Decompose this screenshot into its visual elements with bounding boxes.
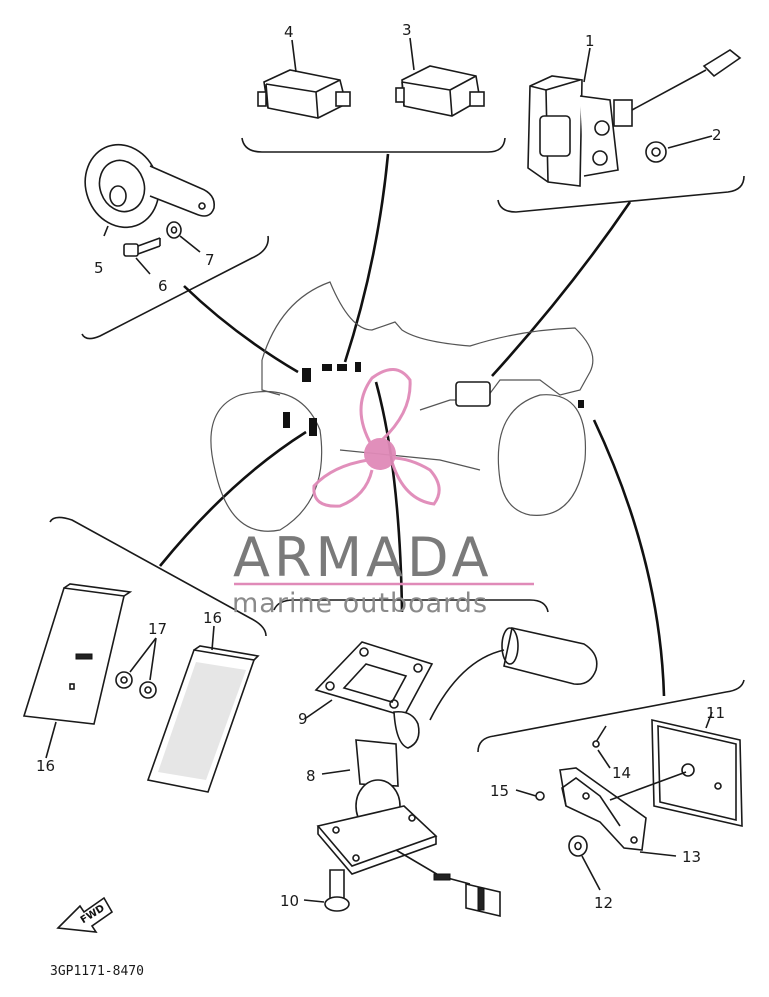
bracket-fuel <box>273 599 549 613</box>
bike-starter-relay-location <box>455 381 491 407</box>
fuel-gauge-part-8 <box>316 710 501 918</box>
leader-part-15 <box>515 789 537 797</box>
leader-part-17 <box>129 637 157 681</box>
watermark-brand: ARMADA <box>233 526 493 589</box>
nut-part-2 <box>645 141 667 163</box>
motorcycle-outline <box>210 281 594 532</box>
callout-14: 14 <box>612 764 631 782</box>
bracket-plate <box>477 679 745 753</box>
watermark-tagline: marine outboards <box>232 588 488 619</box>
bracket-top-center <box>241 137 506 153</box>
nut-part-17 <box>115 671 157 699</box>
callout-4: 4 <box>284 23 294 41</box>
reflector-part-16-left <box>22 583 133 725</box>
callout-16-right: 16 <box>203 609 222 627</box>
leader-part-16-left <box>45 721 57 759</box>
leader-part-14 <box>597 749 611 769</box>
washer-part-7 <box>166 221 182 239</box>
starter-relay-part-1 <box>527 49 742 187</box>
leader-part-13 <box>639 851 677 857</box>
leader-starter-relay <box>491 201 632 377</box>
leader-part-11 <box>705 711 713 729</box>
callout-11: 11 <box>706 704 725 722</box>
horn-part-5 <box>84 143 216 229</box>
washer-part-15 <box>535 791 545 801</box>
leader-part-10 <box>303 899 325 903</box>
callout-16-left: 16 <box>36 757 55 775</box>
screw-part-14 <box>592 725 607 748</box>
leader-part-4 <box>291 39 297 73</box>
leader-part-12 <box>581 855 601 891</box>
callout-2: 2 <box>712 126 722 144</box>
leader-part-7 <box>179 235 201 253</box>
plate-bracket-part-13 <box>559 767 687 851</box>
relay-part-3 <box>395 65 485 117</box>
bolt-part-6 <box>123 237 161 257</box>
license-plate-part-11 <box>651 718 743 828</box>
callout-6: 6 <box>158 277 168 295</box>
leader-part-9 <box>305 699 333 719</box>
bracket-horn <box>81 235 269 340</box>
leader-plate <box>592 419 666 697</box>
bracket-reflector <box>49 516 267 637</box>
callout-17: 17 <box>148 620 167 638</box>
catalog-code: 3GP1171-8470 <box>50 964 144 979</box>
bracket-top-right <box>497 175 745 213</box>
leader-part-16-right <box>211 625 215 651</box>
callout-1: 1 <box>585 32 595 50</box>
leader-relays <box>343 153 390 363</box>
screw-part-10 <box>324 869 350 912</box>
callout-7: 7 <box>205 251 215 269</box>
gasket-part-9 <box>314 641 434 717</box>
armada-propeller-logo-icon <box>312 368 441 508</box>
leader-horn <box>183 285 299 374</box>
leader-part-3 <box>409 37 415 71</box>
callout-5: 5 <box>94 259 104 277</box>
leader-reflector <box>158 430 307 567</box>
leader-part-5 <box>103 225 109 237</box>
leader-part-2 <box>667 135 713 149</box>
relay-part-4 <box>257 69 351 119</box>
callout-12: 12 <box>594 894 613 912</box>
callout-13: 13 <box>682 848 701 866</box>
float-sender <box>429 627 598 721</box>
callout-15: 15 <box>490 782 509 800</box>
callout-8: 8 <box>306 767 316 785</box>
callout-3: 3 <box>402 21 412 39</box>
leader-part-8 <box>321 769 351 775</box>
leader-part-1 <box>583 47 591 83</box>
nut-part-12 <box>568 835 588 857</box>
callout-10: 10 <box>280 892 299 910</box>
reflector-part-16-right <box>146 645 260 793</box>
leader-fuel <box>374 381 404 613</box>
callout-9: 9 <box>298 710 308 728</box>
bike-component-markers <box>283 362 584 436</box>
forward-arrow-icon: FWD <box>56 896 114 933</box>
leader-part-6 <box>135 257 151 275</box>
